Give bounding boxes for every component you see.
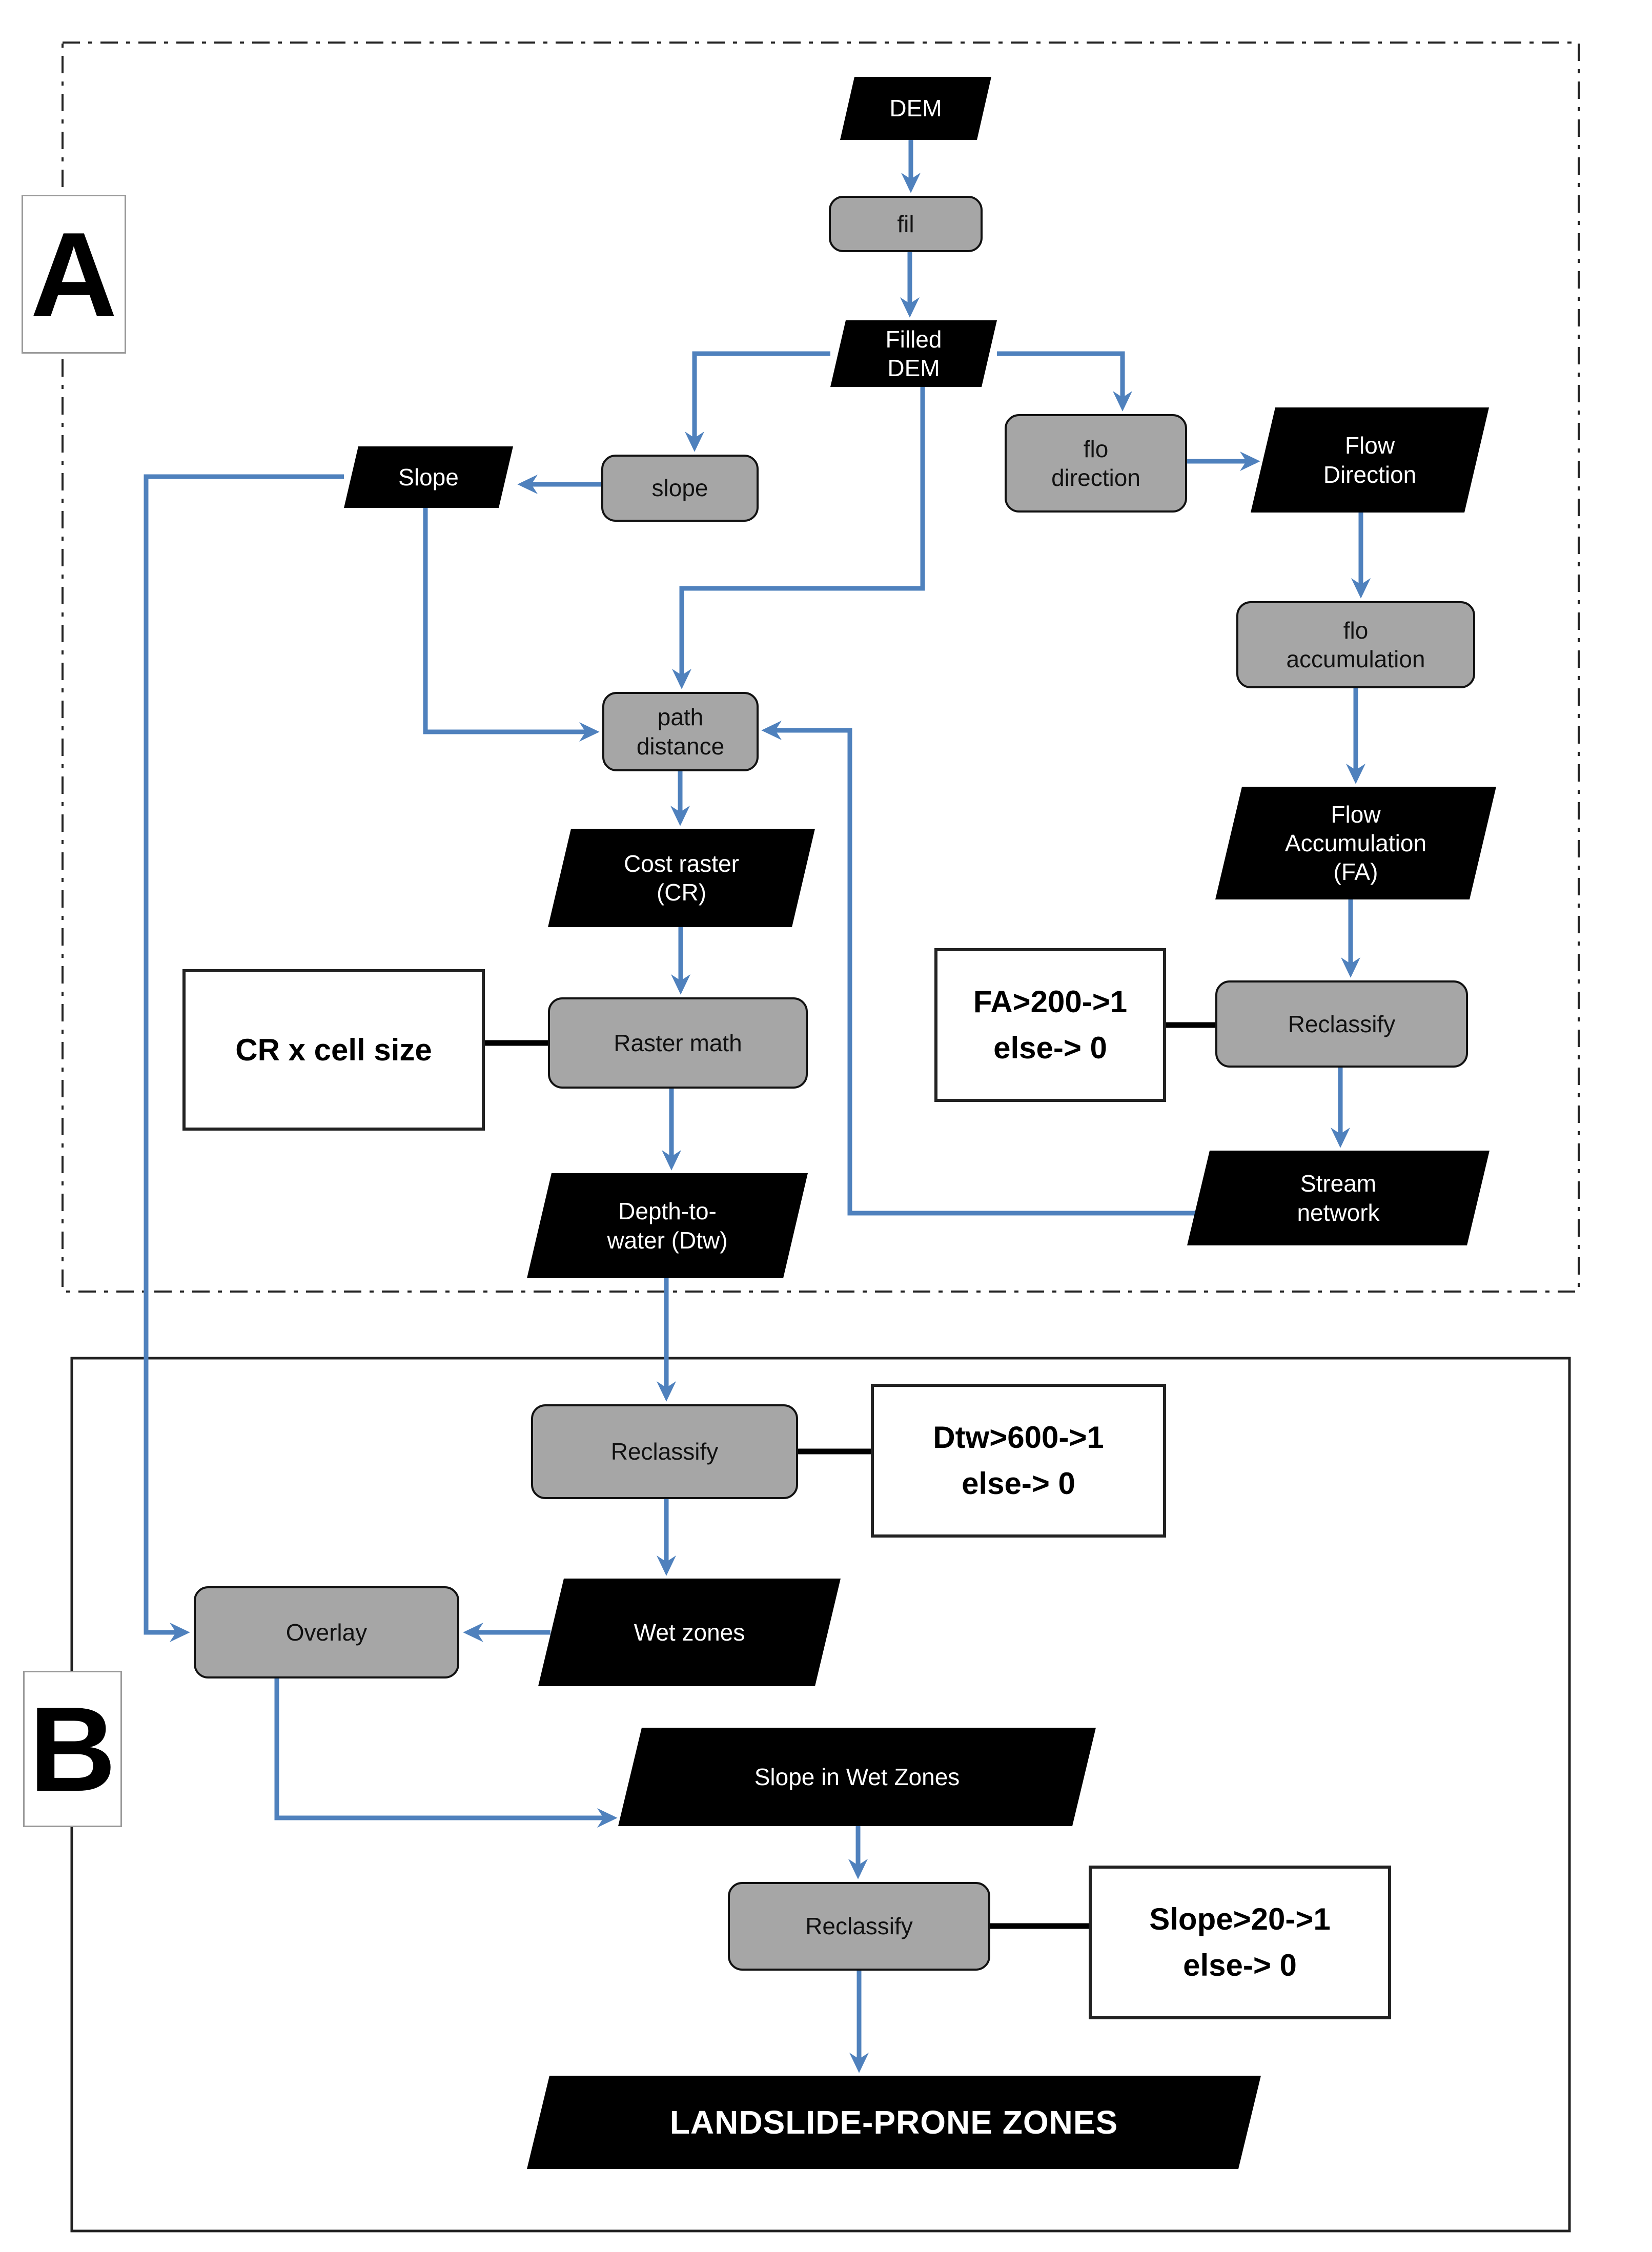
node-path-distance: path distance: [602, 692, 759, 771]
edge-filleddem-slopetool: [684, 351, 830, 452]
edge-filleddem-pathdistance: [671, 387, 925, 689]
node-cost-raster: Cost raster (CR): [548, 829, 815, 927]
node-slope-in-wet-zones: Slope in Wet Zones: [618, 1728, 1096, 1826]
node-stream-network: Stream network: [1187, 1151, 1490, 1245]
edge-slopedata-pathdistance: [423, 508, 600, 742]
node-landslide-prone-zones: LANDSLIDE-PRONE ZONES: [527, 2076, 1261, 2169]
node-fa-condition: FA>200->1 else-> 0: [934, 948, 1166, 1102]
edge-filleddem-flowdirtool: [997, 351, 1133, 412]
node-raster-math: Raster math: [548, 997, 808, 1089]
node-dtw-condition: Dtw>600->1 else-> 0: [871, 1384, 1166, 1538]
edge-slopedata-overlay: [144, 474, 344, 1643]
node-slope-data: Slope: [344, 446, 513, 508]
section-a-label: A: [22, 195, 126, 354]
edge-overlay-slopewetzones: [274, 1678, 618, 1828]
node-flow-direction-data: Flow Direction: [1251, 407, 1489, 513]
node-flow-accumulation-data: Flow Accumulation (FA): [1215, 787, 1496, 899]
node-reclassify-slope: Reclassify: [728, 1882, 990, 1971]
node-flow-direction-tool: flo direction: [1005, 414, 1187, 513]
node-reclassify-dtw: Reclassify: [531, 1404, 798, 1499]
node-filled-dem: Filled DEM: [830, 320, 997, 387]
node-dem: DEM: [840, 77, 991, 140]
node-flow-accumulation-tool: flo accumulation: [1236, 601, 1475, 688]
node-slope-tool: slope: [601, 455, 759, 522]
node-wet-zones: Wet zones: [538, 1579, 841, 1686]
node-cr-condition: CR x cell size: [182, 969, 485, 1131]
edge-streamnetwork-pathdistance: [761, 720, 1205, 1216]
node-reclassify-fa: Reclassify: [1215, 980, 1468, 1068]
section-b-label: B: [23, 1671, 122, 1827]
node-fil-tool: fil: [829, 196, 983, 252]
node-slope-condition: Slope>20->1 else-> 0: [1089, 1866, 1391, 2019]
node-overlay: Overlay: [194, 1586, 459, 1678]
section-a-border: [62, 42, 1580, 1293]
node-depth-to-water: Depth-to- water (Dtw): [527, 1173, 808, 1278]
